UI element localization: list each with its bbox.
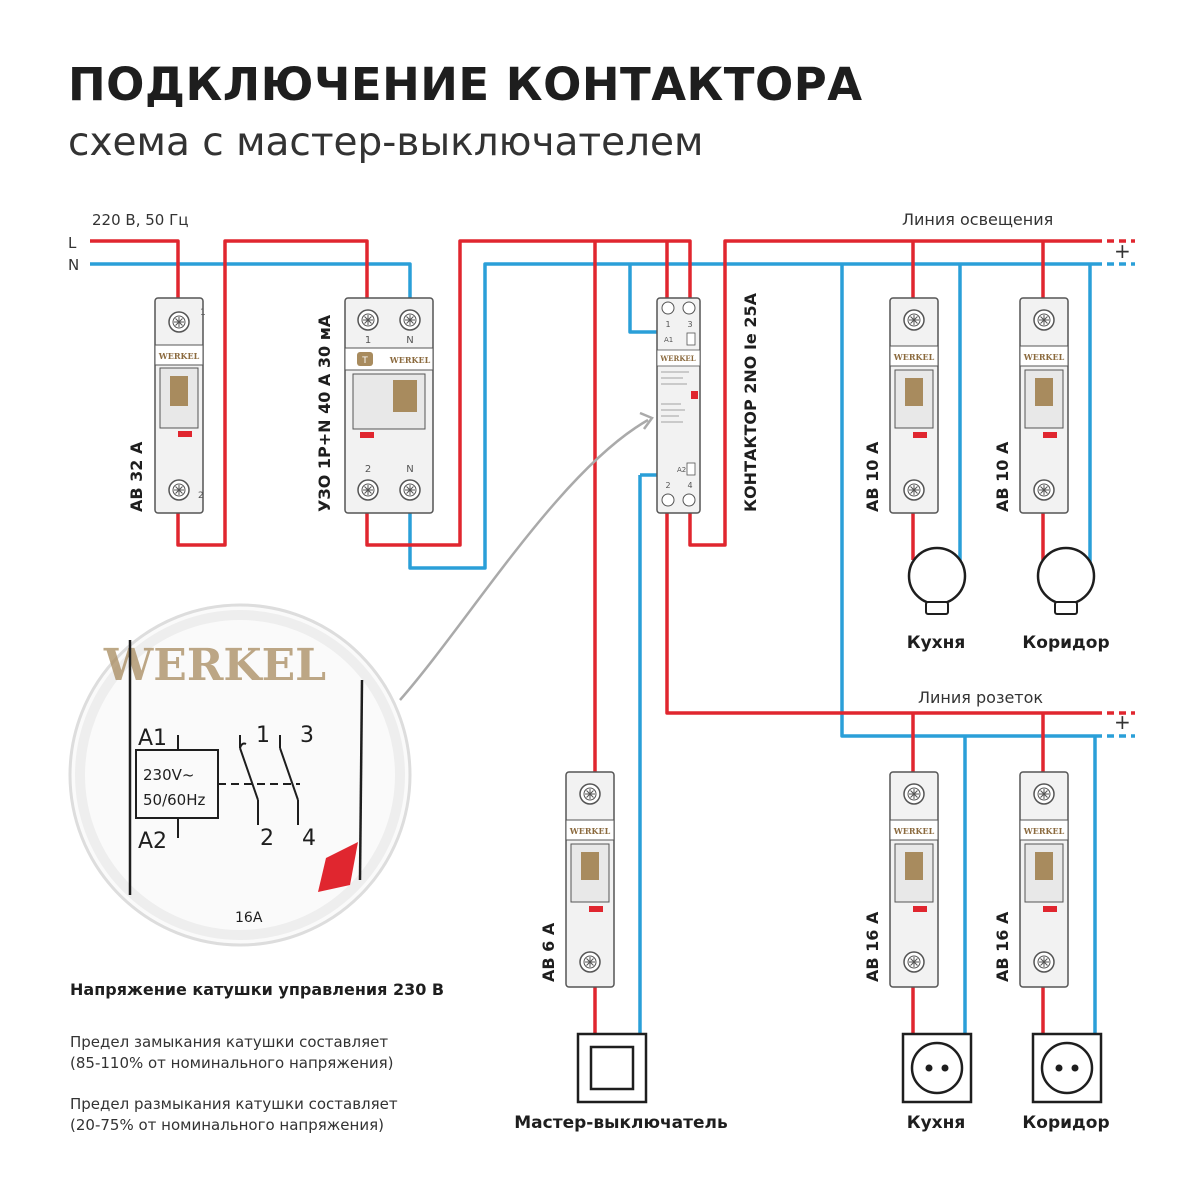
terminal-label: 1	[365, 335, 371, 346]
zoom-c4: 4	[302, 826, 316, 851]
terminal-label: N	[406, 335, 413, 346]
terminal-label: A2	[677, 466, 686, 474]
main-breaker: WERKEL 1 2	[154, 297, 206, 514]
indicator	[913, 906, 927, 912]
contactor-indicator	[691, 391, 698, 399]
breaker-master: WERKEL	[565, 771, 615, 988]
breaker-master-label: АВ 6 А	[539, 922, 558, 982]
brand-label: WERKEL	[1023, 352, 1065, 362]
main-breaker-indicator	[178, 431, 192, 437]
contactor-brand: WERKEL	[659, 354, 695, 363]
lamp-kitchen-icon	[907, 546, 967, 615]
test-label: T	[361, 356, 368, 366]
neutral-label: N	[68, 256, 79, 274]
rcd: 1 N T WERKEL 2 N	[344, 297, 434, 514]
terminal-label: 1	[200, 308, 206, 318]
zoom-a2: A2	[138, 829, 167, 854]
page-title: ПОДКЛЮЧЕНИЕ КОНТАКТОРА	[68, 58, 863, 111]
dropout-line-1: Предел размыкания катушки составляет	[70, 1095, 398, 1113]
terminal-label: 2	[198, 491, 204, 501]
socket-corridor-icon	[1031, 1032, 1103, 1104]
rcd-brand: WERKEL	[389, 355, 431, 365]
sockets-line-label: Линия розеток	[918, 688, 1043, 707]
zoom-rating: 16A	[235, 910, 263, 926]
zoom-c3: 3	[300, 723, 314, 748]
terminal-label: 3	[687, 320, 692, 329]
brand-label: WERKEL	[893, 352, 935, 362]
terminal-label: N	[406, 464, 413, 475]
terminal-label: 4	[687, 481, 692, 490]
indicator	[1043, 906, 1057, 912]
terminal-label: 2	[365, 464, 371, 475]
terminal-label: 2	[665, 481, 670, 490]
lighting-line-label: Линия освещения	[902, 210, 1053, 229]
lamp-corridor-label: Коридор	[1022, 633, 1109, 653]
brand-label: WERKEL	[569, 826, 611, 836]
pickup-note: Предел замыкания катушки составляет (85-…	[70, 1032, 394, 1074]
dropout-line-2: (20-75% от номинального напряжения)	[70, 1116, 384, 1134]
breaker-light-corridor: WERKEL	[1019, 297, 1069, 514]
zoom-lens: WERKEL A1 A2 230V~ 50/60Hz 1 3 2 4 16A	[68, 603, 412, 947]
callout-arrow	[399, 418, 649, 701]
zoom-brand: WERKEL	[103, 640, 326, 691]
dropout-note: Предел размыкания катушки составляет (20…	[70, 1094, 398, 1136]
rcd-indicator	[360, 432, 374, 438]
brand-label: WERKEL	[1023, 826, 1065, 836]
terminal-label: 1	[665, 320, 670, 329]
zoom-coil-freq: 50/60Hz	[143, 791, 206, 809]
page-subtitle: схема с мастер-выключателем	[68, 120, 704, 165]
lighting-plus-label: +	[1114, 239, 1131, 263]
phase-label: L	[68, 234, 77, 252]
zoom-coil-voltage: 230V~	[143, 766, 194, 784]
master-switch-label: Мастер-выключатель	[514, 1113, 727, 1133]
brand-label: WERKEL	[893, 826, 935, 836]
terminal-label: A1	[664, 336, 673, 344]
breaker-socket-corridor-label: АВ 16 А	[993, 911, 1012, 982]
socket-kitchen-label: Кухня	[907, 1113, 966, 1133]
main-breaker-brand: WERKEL	[158, 351, 200, 361]
lamp-corridor-icon	[1036, 546, 1096, 615]
indicator	[1043, 432, 1057, 438]
phase-wires	[90, 239, 1135, 1040]
callout-arrowhead	[639, 411, 654, 430]
contactor-label: КОНТАКТОР 2NO Ie 25A	[741, 292, 760, 512]
main-breaker-label: АВ 32 А	[127, 441, 146, 512]
breaker-socket-corridor: WERKEL	[1019, 771, 1069, 988]
master-switch-icon	[576, 1032, 648, 1104]
breaker-light-kitchen-label: АВ 10 А	[863, 441, 882, 512]
pickup-line-1: Предел замыкания катушки составляет	[70, 1033, 389, 1051]
indicator	[589, 906, 603, 912]
breaker-light-corridor-label: АВ 10 А	[993, 441, 1012, 512]
breaker-socket-kitchen-label: АВ 16 А	[863, 911, 882, 982]
lamp-kitchen-label: Кухня	[907, 633, 966, 653]
socket-kitchen-icon	[901, 1032, 973, 1104]
pickup-line-2: (85-110% от номинального напряжения)	[70, 1054, 394, 1072]
socket-corridor-label: Коридор	[1022, 1113, 1109, 1133]
zoom-c2: 2	[260, 826, 274, 851]
rcd-test-button	[357, 352, 373, 366]
zoom-a1: A1	[138, 726, 167, 751]
zoom-c1: 1	[256, 723, 270, 748]
breaker-light-kitchen: WERKEL	[889, 297, 939, 514]
contactor: 1 3 A1 WERKEL A2 2 4	[656, 297, 701, 514]
zoom-indicator	[318, 842, 358, 892]
supply-label: 220 В, 50 Гц	[92, 211, 188, 229]
coil-voltage-heading: Напряжение катушки управления 230 В	[70, 980, 445, 999]
indicator	[913, 432, 927, 438]
breaker-socket-kitchen: WERKEL	[889, 771, 939, 988]
sockets-plus-label: +	[1114, 710, 1131, 734]
rcd-label: УЗО 1P+N 40 А 30 мА	[315, 314, 334, 512]
